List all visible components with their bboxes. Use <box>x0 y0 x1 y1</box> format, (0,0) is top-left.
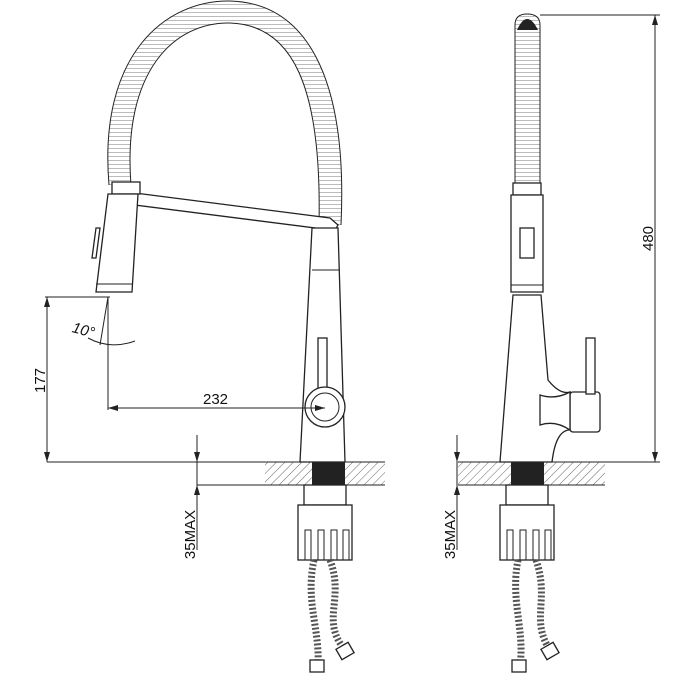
countertop-section <box>47 461 385 486</box>
mounting-nut <box>297 484 353 561</box>
dimension-lines-side <box>454 14 660 550</box>
total-height-label: 480 <box>640 225 658 252</box>
side-view <box>454 13 660 673</box>
supply-hoses-side <box>511 558 560 673</box>
supply-hoses <box>307 558 355 673</box>
spout-height-label: 177 <box>32 367 50 394</box>
dimension-lines <box>44 296 325 550</box>
spout-arm <box>134 192 339 273</box>
front-view <box>44 0 385 673</box>
lever-handle <box>304 337 346 428</box>
lever-handle-side <box>539 337 601 433</box>
flexible-hose-side <box>514 13 541 186</box>
spray-head <box>91 181 141 293</box>
deck-thickness-label-front: 35MAX <box>182 509 200 560</box>
flexible-hose <box>107 0 342 226</box>
deck-thickness-label-side: 35MAX <box>442 509 460 560</box>
spray-head-side <box>510 182 544 293</box>
faucet-body-side <box>499 294 573 463</box>
countertop-section-side <box>458 461 660 486</box>
reach-label: 232 <box>203 391 229 408</box>
mounting-nut-side <box>499 484 555 561</box>
